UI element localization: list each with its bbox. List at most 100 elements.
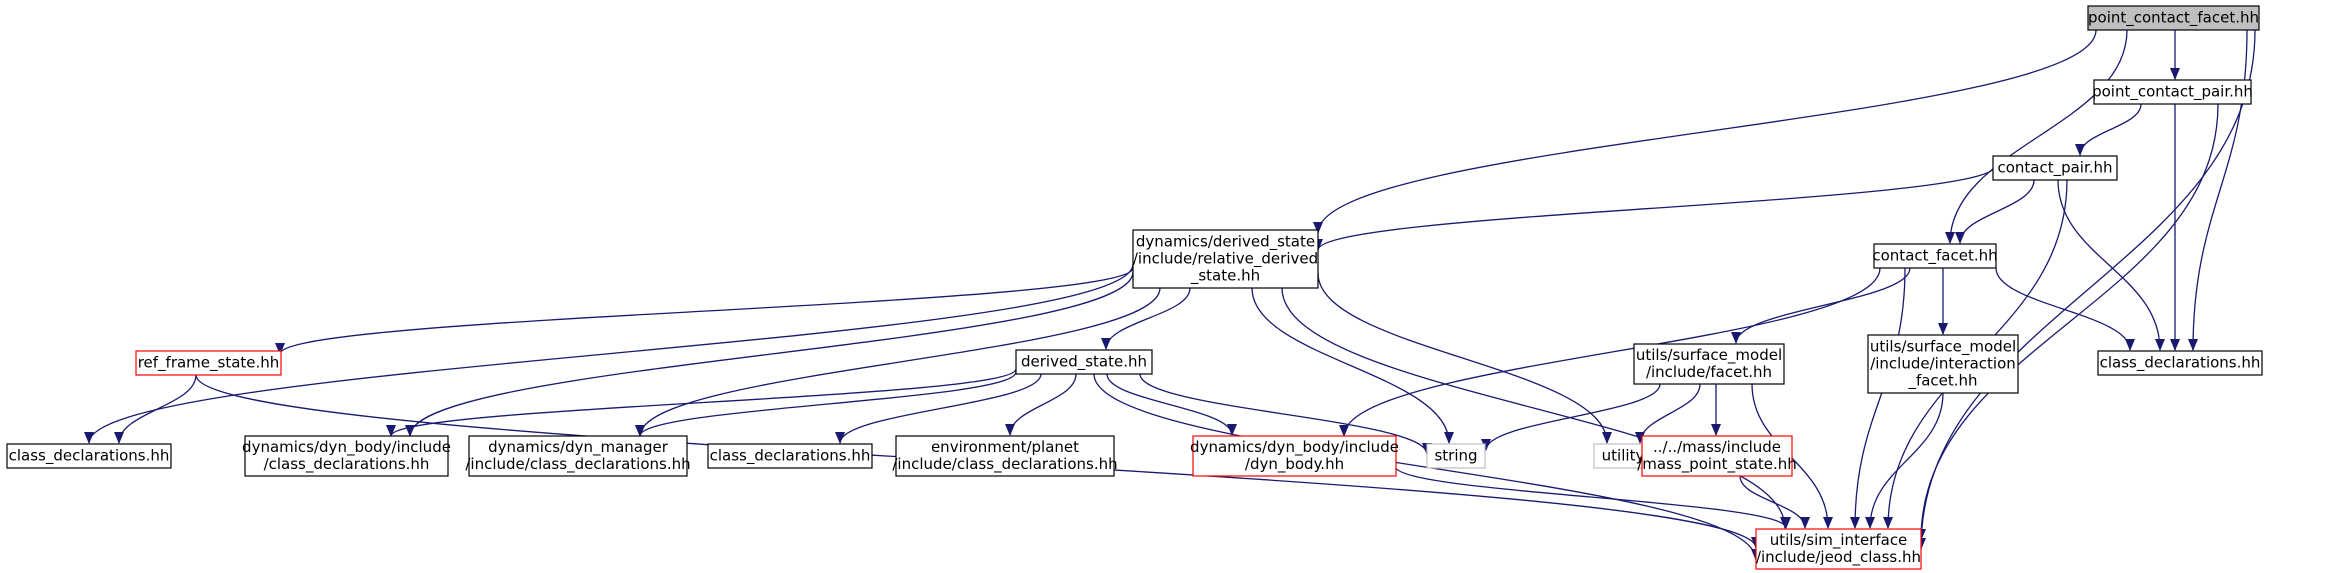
edge-root-to-reld <box>1313 29 2097 234</box>
node-box-pcpair <box>2093 79 2252 105</box>
node-label-cd_left-line-0: class_declarations.hh <box>9 447 170 466</box>
edge-ds-to-dmcd <box>635 371 1017 437</box>
node-label-ifacet-line-2: _facet.hh <box>1907 372 1977 391</box>
edge-pcpair-to-jeod <box>1916 103 2219 541</box>
node-box-facet <box>1633 343 1785 385</box>
node-label-envcd-line-1: /include/class_declarations.hh <box>892 455 1117 474</box>
edges-layer <box>84 29 2256 561</box>
edge-ds-to-string <box>1139 373 1432 455</box>
node-label-facet-line-1: /include/facet.hh <box>1646 363 1772 381</box>
node-box-ifacet <box>1867 334 2019 394</box>
node-label-reld-line-0: dynamics/derived_state <box>1136 233 1315 252</box>
edge-dynbody-to-jeod <box>1394 465 1791 529</box>
node-envcd[interactable]: environment/planet/include/class_declara… <box>892 435 1118 477</box>
node-label-mps-line-0: ../../mass/include <box>1653 438 1781 456</box>
edge-pcpair-to-cpair <box>2075 103 2142 156</box>
edge-reld-to-dmcd <box>635 287 1161 437</box>
edge-facet-to-utility <box>1635 383 1701 444</box>
edge-ds-to-dynbody <box>1106 373 1237 436</box>
node-box-cd_mid <box>707 443 873 469</box>
node-label-pcpair-line-0: point_contact_pair.hh <box>2092 83 2253 102</box>
edge-ds-to-dbcd <box>386 368 1017 437</box>
node-label-ds-line-0: derived_state.hh <box>1021 353 1147 372</box>
node-label-utility-line-0: utility <box>1602 447 1645 465</box>
node-label-dbcd-line-0: dynamics/dyn_body/include <box>242 438 451 457</box>
node-label-ifacet-line-1: /include/interaction <box>1870 355 2016 373</box>
edge-ds-to-jeod <box>1093 373 1761 561</box>
node-dynbody[interactable]: dynamics/dyn_body/include/dyn_body.hh <box>1190 435 1399 477</box>
node-label-rfs-line-0: ref_frame_state.hh <box>138 354 280 373</box>
node-label-mps-line-1: /mass_point_state.hh <box>1637 455 1797 474</box>
node-label-dbcd-line-1: /class_declarations.hh <box>264 455 430 474</box>
node-box-cpair <box>1992 155 2118 181</box>
node-rfs[interactable]: ref_frame_state.hh <box>135 350 282 376</box>
edge-reld-to-rfs <box>275 267 1134 355</box>
node-dmcd[interactable]: dynamics/dyn_manager/include/class_decla… <box>465 435 691 477</box>
edge-reld-to-string <box>1251 287 1454 444</box>
node-box-cd_ut <box>2097 350 2263 376</box>
node-label-reld-line-2: _state.hh <box>1190 267 1260 286</box>
edge-reld-to-ds <box>1101 287 1191 350</box>
node-label-cfacet-line-0: contact_facet.hh <box>1872 247 1997 266</box>
node-box-mps <box>1641 435 1793 477</box>
edge-reld-to-jeod <box>1281 287 1790 529</box>
node-label-string-line-0: string <box>1434 447 1477 465</box>
node-box-cd_left <box>6 443 172 469</box>
node-box-envcd <box>895 435 1115 477</box>
edge-cfacet-to-facet <box>1731 267 1911 344</box>
edge-cfacet-to-dynbody <box>1339 267 1881 437</box>
node-cd_left[interactable]: class_declarations.hh <box>6 443 172 469</box>
node-reld[interactable]: dynamics/derived_state/include/relative_… <box>1132 229 1319 289</box>
node-box-dbcd <box>244 435 449 477</box>
node-pcpair[interactable]: point_contact_pair.hh <box>2092 79 2253 105</box>
edge-reld-to-utility <box>1317 272 1612 444</box>
node-cfacet[interactable]: contact_facet.hh <box>1872 243 1998 269</box>
node-box-dynbody <box>1192 435 1397 477</box>
edge-cfacet-to-jeod <box>1850 267 1906 529</box>
node-label-dmcd-line-1: /include/class_declarations.hh <box>465 455 690 474</box>
node-facet[interactable]: utils/surface_model/include/facet.hh <box>1633 343 1785 385</box>
node-label-dynbody-line-0: dynamics/dyn_body/include <box>1190 438 1399 457</box>
nodes-layer: point_contact_facet.hh point_contact_pair… <box>6 5 2263 570</box>
node-box-rfs <box>135 350 282 376</box>
edge-mps-to-jeod <box>1739 475 1810 529</box>
edge-cpair-to-cfacet <box>1955 179 2035 244</box>
node-cd_ut[interactable]: class_declarations.hh <box>2097 350 2263 376</box>
node-label-ifacet-line-0: utils/surface_model <box>1870 338 2016 357</box>
node-string[interactable]: string <box>1426 443 1486 469</box>
node-label-jeod-line-1: /include/jeod_class.hh <box>1756 548 1921 567</box>
node-dbcd[interactable]: dynamics/dyn_body/include/class_declarat… <box>242 435 451 477</box>
edge-reld-to-cd_left <box>84 263 1134 444</box>
node-box-jeod <box>1755 528 1922 570</box>
node-box-ds <box>1015 349 1153 375</box>
node-label-root-line-0: point_contact_facet.hh <box>2088 9 2259 28</box>
edge-cpair-to-cd_ut <box>2057 179 2165 351</box>
edge-rfs-to-cd_left <box>114 374 197 444</box>
node-cd_mid[interactable]: class_declarations.hh <box>707 443 873 469</box>
edge-ifacet-to-jeod <box>1865 392 1944 529</box>
edge-ds-to-cd_mid <box>835 373 1042 444</box>
edge-ds-to-envcd <box>1005 373 1077 436</box>
node-box-reld <box>1132 229 1319 289</box>
node-root[interactable]: point_contact_facet.hh <box>2087 5 2260 31</box>
node-label-envcd-line-0: environment/planet <box>931 438 1079 456</box>
node-box-string <box>1426 443 1486 469</box>
node-jeod[interactable]: utils/sim_interface/include/jeod_class.h… <box>1755 528 1922 570</box>
edge-cfacet-to-cd_ut <box>1995 267 2135 351</box>
node-label-cpair-line-0: contact_pair.hh <box>1997 159 2112 178</box>
node-box-cfacet <box>1873 243 1997 269</box>
node-ifacet[interactable]: utils/surface_model/include/interaction_… <box>1867 334 2019 394</box>
node-label-dynbody-line-1: /dyn_body.hh <box>1245 455 1344 474</box>
node-label-cd_ut-line-0: class_declarations.hh <box>2100 354 2261 373</box>
edge-root-to-cfacet <box>1945 29 2128 244</box>
node-mps[interactable]: ../../mass/include/mass_point_state.hh <box>1637 435 1797 477</box>
node-label-cd_mid-line-0: class_declarations.hh <box>710 447 871 466</box>
node-label-jeod-line-0: utils/sim_interface <box>1770 531 1908 550</box>
edge-facet-to-string <box>1481 383 1661 451</box>
node-box-root <box>2087 5 2260 31</box>
node-label-facet-line-0: utils/surface_model <box>1636 346 1782 365</box>
node-ds[interactable]: derived_state.hh <box>1015 349 1153 375</box>
node-cpair[interactable]: contact_pair.hh <box>1992 155 2118 181</box>
node-label-dmcd-line-0: dynamics/dyn_manager <box>488 438 669 457</box>
